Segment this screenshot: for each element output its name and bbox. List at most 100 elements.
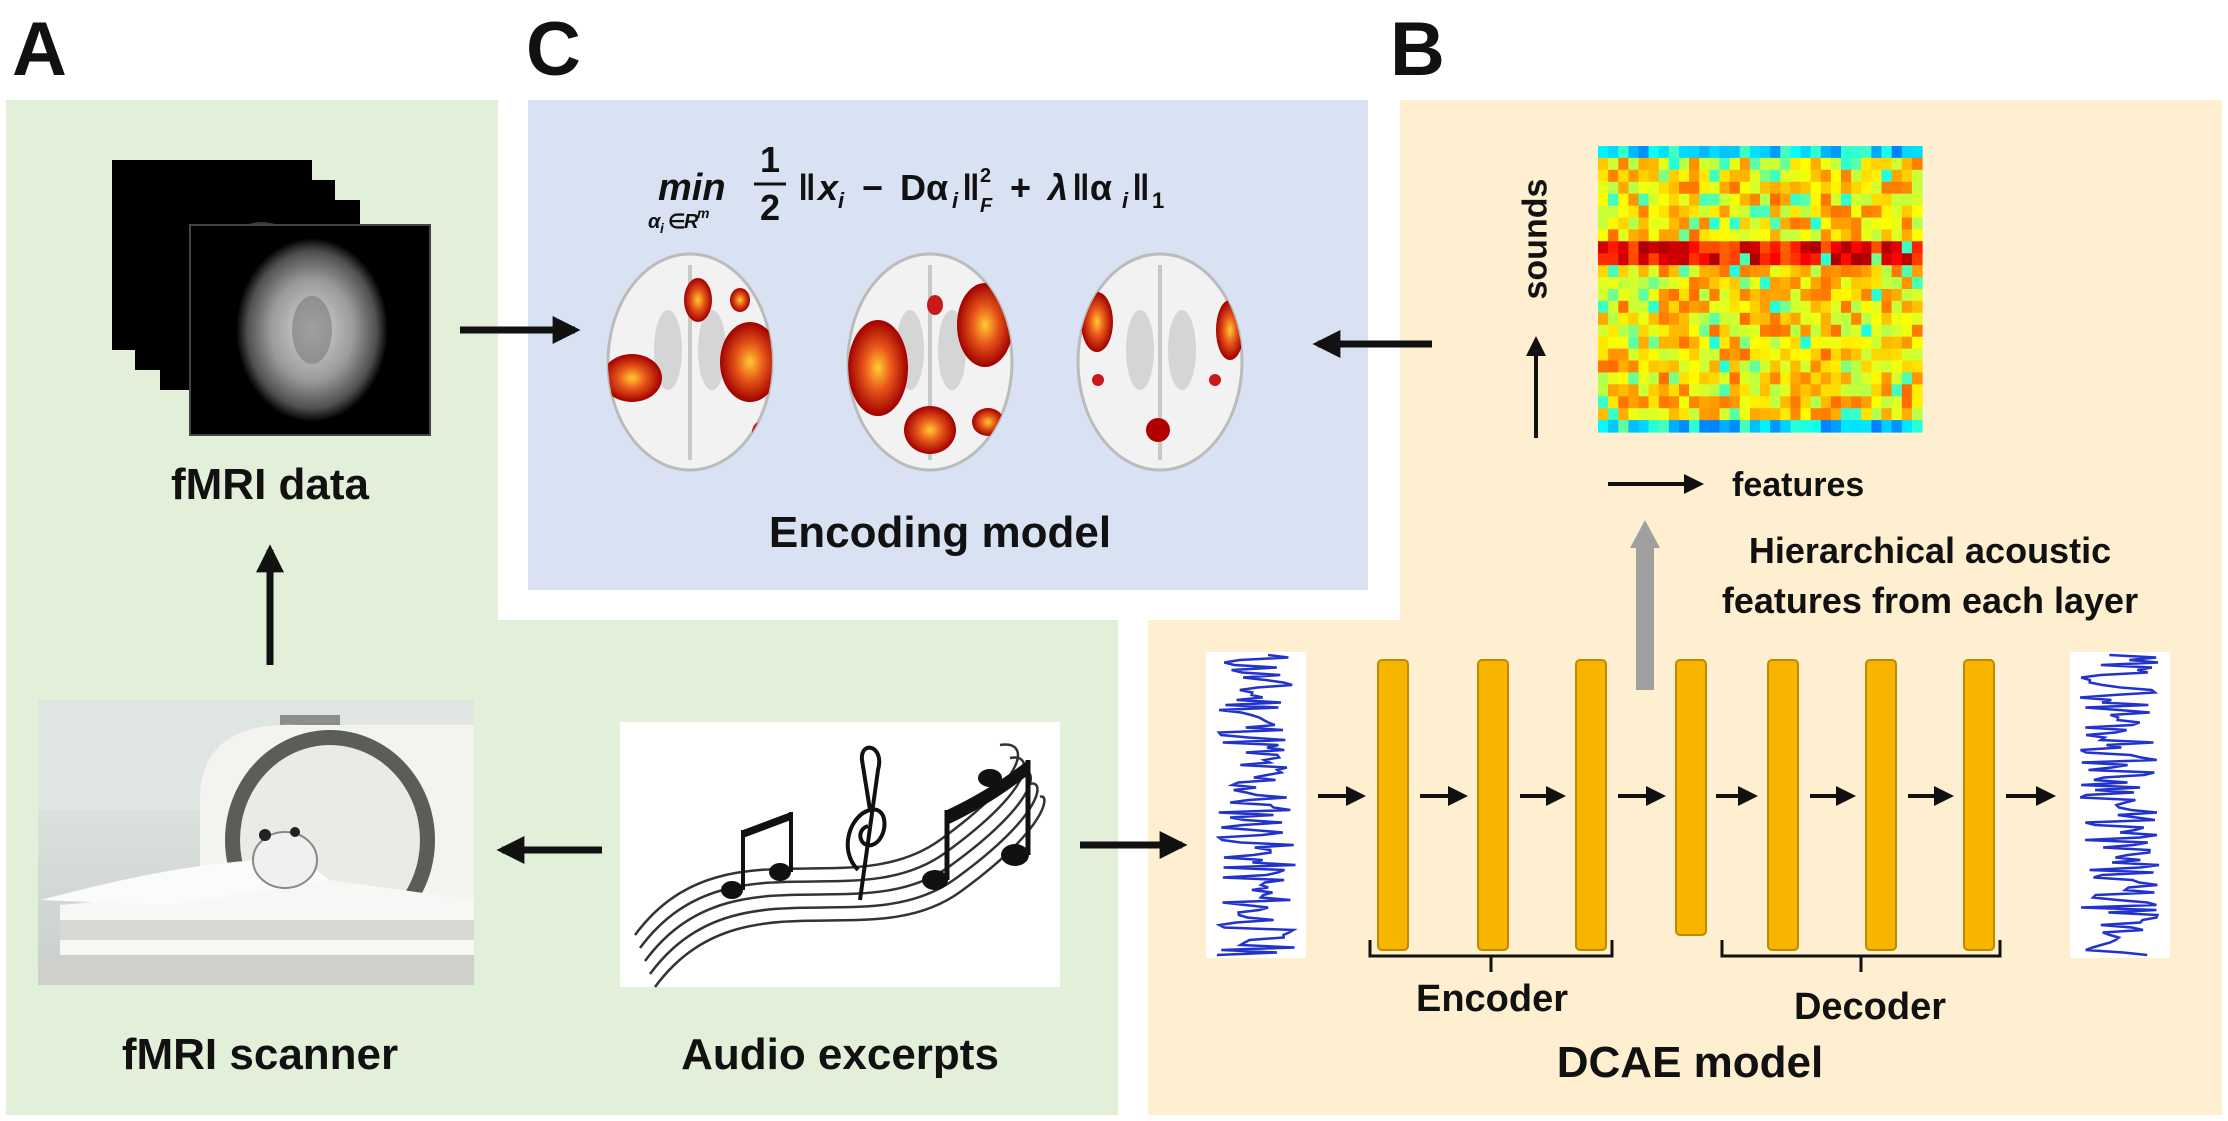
heatmap-cell xyxy=(1760,181,1771,195)
heatmap-cell xyxy=(1618,157,1629,171)
heatmap-cell xyxy=(1608,312,1619,326)
heatmap-cell xyxy=(1668,336,1680,350)
heatmap-cell xyxy=(1679,289,1690,302)
heatmap-cell xyxy=(1810,420,1822,433)
heatmap-cell xyxy=(1871,241,1883,254)
heatmap-cell xyxy=(1861,372,1872,385)
heatmap-cell xyxy=(1628,312,1640,326)
heatmap-cell xyxy=(1830,312,1842,326)
svg-text:+: + xyxy=(1010,167,1031,208)
svg-text:−: − xyxy=(862,167,883,208)
heatmap-cell xyxy=(1648,360,1660,373)
heatmap-cell xyxy=(1739,265,1751,278)
heatmap-cell xyxy=(1820,300,1832,314)
heatmap-cell xyxy=(1658,360,1670,373)
heatmap-cell xyxy=(1830,265,1842,278)
heatmap-cell xyxy=(1628,241,1640,254)
heatmap-cell xyxy=(1709,348,1721,362)
heatmap-cell xyxy=(1699,289,1710,302)
heatmap-cell xyxy=(1911,205,1923,219)
heatmap-cell xyxy=(1790,348,1802,362)
heatmap-cell xyxy=(1719,420,1731,433)
svg-text:i: i xyxy=(838,188,845,213)
heatmap-cell xyxy=(1780,348,1791,362)
heatmap-cell xyxy=(1881,408,1893,421)
heatmap-cell xyxy=(1911,181,1923,195)
heatmap-cell xyxy=(1881,193,1893,207)
heatmap-cell xyxy=(1800,181,1812,195)
heatmap-cell xyxy=(1760,169,1771,183)
heatmap-cell xyxy=(1901,217,1913,230)
heatmap-cell xyxy=(1760,420,1771,433)
heatmap-cell xyxy=(1668,324,1680,338)
svg-text:‖: ‖ xyxy=(798,167,816,208)
heatmap-cell xyxy=(1749,420,1761,433)
heatmap-cell xyxy=(1638,181,1650,195)
heatmap-cell xyxy=(1841,360,1852,373)
heatmap-cell xyxy=(1800,169,1812,183)
svg-text:λ: λ xyxy=(1046,167,1068,208)
heatmap-cell xyxy=(1709,324,1721,338)
heatmap-cell xyxy=(1719,324,1731,338)
heatmap-cell xyxy=(1861,193,1872,207)
heatmap-cell xyxy=(1780,372,1791,385)
heatmap-cell xyxy=(1689,277,1700,290)
heatmap-cell xyxy=(1810,360,1822,373)
heatmap-cell xyxy=(1668,420,1680,433)
heatmap-cell xyxy=(1739,396,1751,409)
heatmap-cell xyxy=(1689,312,1700,326)
heatmap-cell xyxy=(1679,312,1690,326)
heatmap-cell xyxy=(1699,420,1710,433)
heatmap-cell xyxy=(1658,265,1670,278)
heatmap-cell xyxy=(1668,289,1680,302)
heatmap-cell xyxy=(1891,229,1903,242)
heatmap-cell xyxy=(1851,312,1862,326)
heatmap-cell xyxy=(1891,396,1903,409)
heatmap-cell xyxy=(1780,396,1791,409)
heatmap-cell xyxy=(1618,169,1629,183)
heatmap-cell xyxy=(1668,396,1680,409)
heatmap-cell xyxy=(1658,157,1670,171)
heatmap-cell xyxy=(1719,205,1731,219)
heatmap-cell xyxy=(1871,181,1883,195)
heatmap-cell xyxy=(1770,289,1781,302)
heatmap-cell xyxy=(1668,300,1680,314)
heatmap-cell xyxy=(1638,253,1650,266)
heatmap-cell xyxy=(1719,181,1731,195)
heatmap-cell xyxy=(1648,146,1660,159)
grey-upward-arrow xyxy=(1630,520,1660,690)
heatmap-cell xyxy=(1648,157,1660,171)
heatmap-cell xyxy=(1739,384,1751,397)
heatmap-cell xyxy=(1820,181,1832,195)
heatmap-cell xyxy=(1901,408,1913,421)
heatmap-cell xyxy=(1810,312,1822,326)
heatmap-cell xyxy=(1911,289,1923,302)
heatmap-cell xyxy=(1861,265,1872,278)
heatmap-cell xyxy=(1830,169,1842,183)
heatmap-cell xyxy=(1800,360,1812,373)
heatmap-cell xyxy=(1901,289,1913,302)
heatmap-cell xyxy=(1830,229,1842,242)
heatmap-cell xyxy=(1709,169,1721,183)
heatmap-cell xyxy=(1800,336,1812,350)
heatmap-cell xyxy=(1901,396,1913,409)
heatmap-cell xyxy=(1800,205,1812,219)
heatmap-cell xyxy=(1800,348,1812,362)
heatmap-cell xyxy=(1668,169,1680,183)
heatmap-cell xyxy=(1608,336,1619,350)
heatmap-cell xyxy=(1709,289,1721,302)
heatmap-cell xyxy=(1760,360,1771,373)
heatmap-cell xyxy=(1598,336,1609,350)
heatmap-cell xyxy=(1851,384,1862,397)
heatmap-cell xyxy=(1760,312,1771,326)
heatmap-cell xyxy=(1608,277,1619,290)
heatmap-cell xyxy=(1871,396,1883,409)
heatmap-cell xyxy=(1770,300,1781,314)
heatmap-cell xyxy=(1739,217,1751,230)
heatmap-cell xyxy=(1901,312,1913,326)
heatmap-cell xyxy=(1780,193,1791,207)
heatmap-cell xyxy=(1618,396,1629,409)
heatmap-cell xyxy=(1790,396,1802,409)
heatmap-cell xyxy=(1911,336,1923,350)
heatmap-cell xyxy=(1608,157,1619,171)
